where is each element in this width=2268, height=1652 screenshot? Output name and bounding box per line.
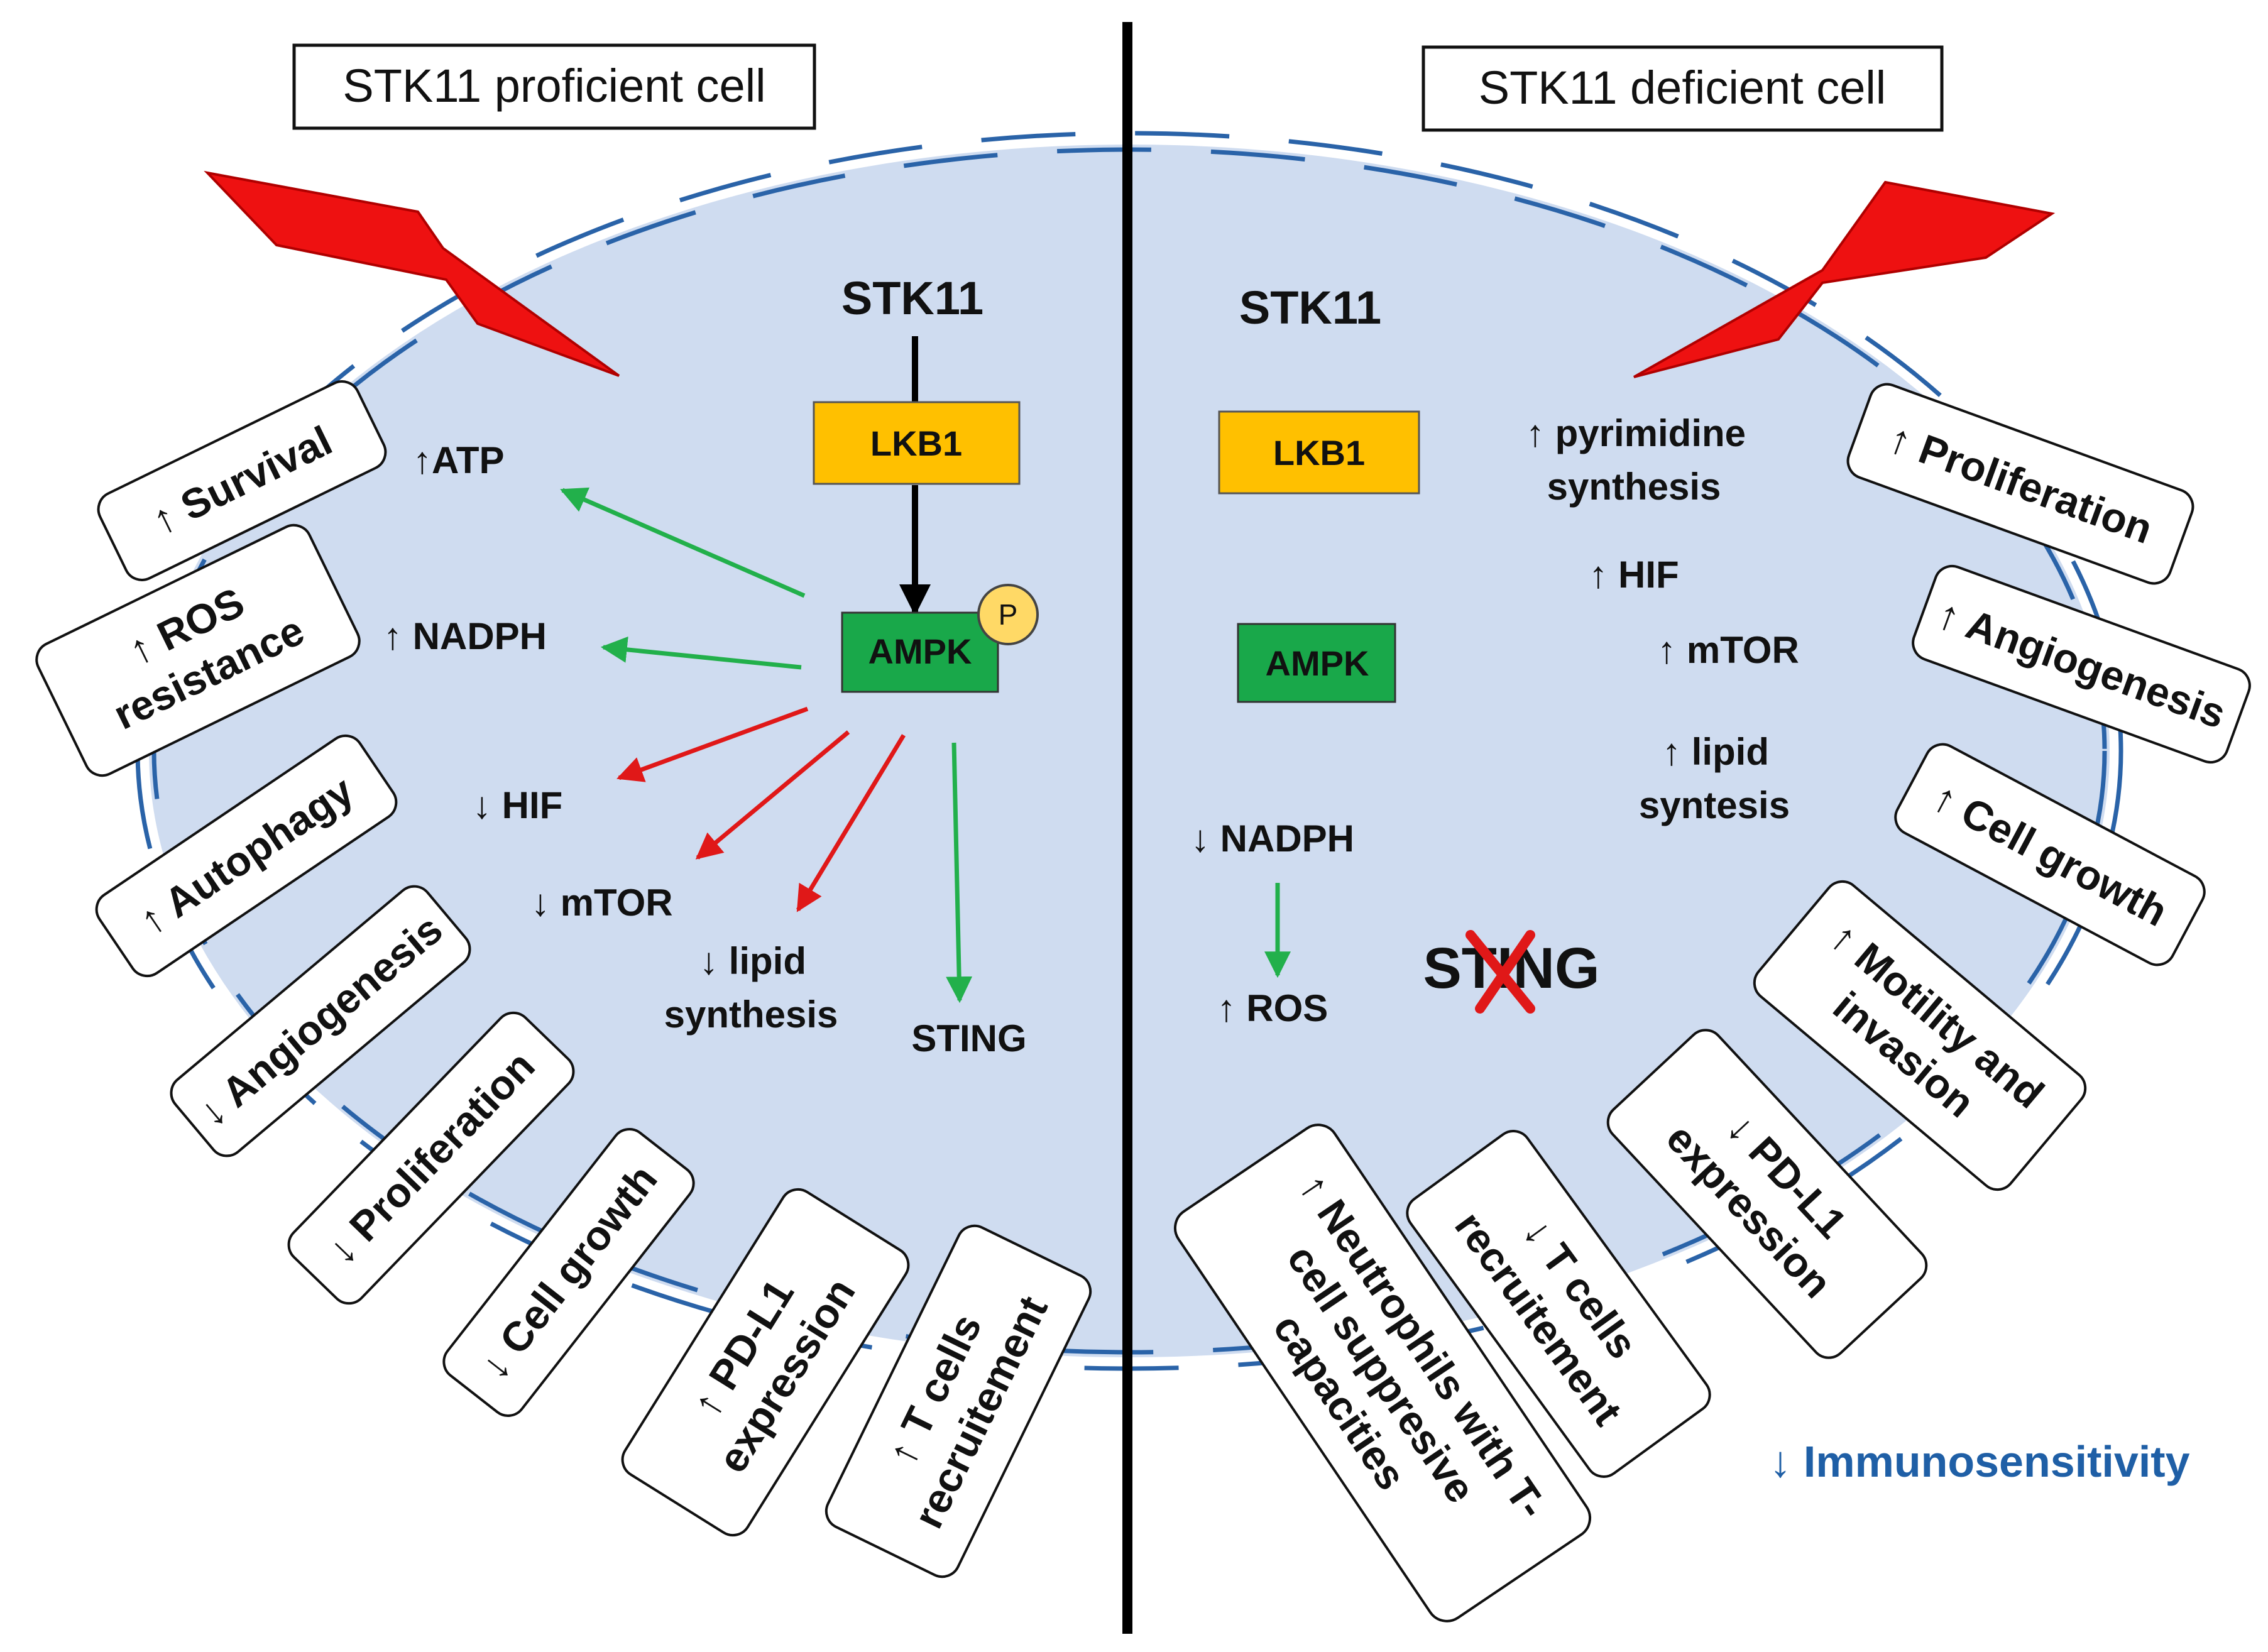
left-nadph-label: ↑ NADPH [383, 615, 547, 657]
right-ros-label: ↑ ROS [1217, 987, 1328, 1029]
sting-cross-icon [1465, 930, 1535, 1014]
right-lkb1-label: LKB1 [1273, 433, 1365, 473]
ampk-to-hif-arrow [616, 706, 809, 782]
right-title: STK11 deficient cell [1479, 62, 1887, 114]
outcome-pdl1-right-box: ↓ PD-L1 expression [1606, 1029, 1928, 1359]
right-lipid-label-1: ↑ lipid [1662, 731, 1769, 773]
right-nadph-label: ↓ NADPH [1191, 818, 1354, 860]
right-lkb1-node: LKB1 [1218, 410, 1420, 495]
phosphate-label: P [999, 598, 1018, 631]
right-title-box: STK11 deficient cell [1422, 45, 1944, 132]
right-stk11-label: STK11 [1239, 282, 1381, 334]
outcome-ros-resistance-box: ↑ ROS resistance [35, 523, 361, 777]
left-lkb1-node: LKB1 [813, 401, 1021, 485]
right-pyrimidine-label-1: ↑ pyrimidine [1526, 412, 1746, 454]
right-mtor-label: ↑ mTOR [1657, 629, 1799, 671]
lightning-bolt-left-icon [204, 170, 620, 377]
lightning-bolt-right-icon [1633, 180, 2056, 378]
left-hif-label: ↓ HIF [473, 784, 562, 826]
left-title-box: STK11 proficient cell [292, 43, 816, 130]
left-stk11-label: STK11 [841, 272, 983, 324]
left-atp-label: ↑ATP [413, 439, 505, 481]
left-ampk-label: AMPK [868, 632, 972, 671]
right-ampk-label: AMPK [1266, 643, 1369, 683]
ampk-to-lipid-arrow [796, 734, 906, 912]
ampk-to-nadph-arrow [600, 636, 802, 670]
left-sting-label: STING [911, 1017, 1026, 1059]
ampk-to-mtor-arrow [695, 730, 850, 860]
left-title: STK11 proficient cell [342, 60, 765, 112]
phosphate-badge: P [977, 584, 1039, 645]
left-lipid-label-1: ↓ lipid [699, 940, 806, 982]
right-hif-label: ↑ HIF [1589, 554, 1679, 596]
immunosensitivity-label: ↓ Immunosensitivity [1769, 1437, 2189, 1486]
ampk-to-atp-arrow [560, 487, 806, 598]
left-ampk-node: AMPK [841, 611, 999, 693]
left-lipid-label-2: synthesis [664, 993, 838, 1036]
right-lipid-label-2: syntesis [1639, 784, 1790, 826]
left-lkb1-label: LKB1 [870, 424, 962, 463]
right-ampk-node: AMPK [1237, 623, 1396, 703]
left-mtor-label: ↓ mTOR [531, 882, 673, 924]
ampk-to-sting-arrow [946, 742, 973, 1004]
right-pyrimidine-label-2: synthesis [1547, 466, 1721, 508]
outcome-pdl1-left-box: ↑ PD-L1 expression [621, 1188, 910, 1537]
